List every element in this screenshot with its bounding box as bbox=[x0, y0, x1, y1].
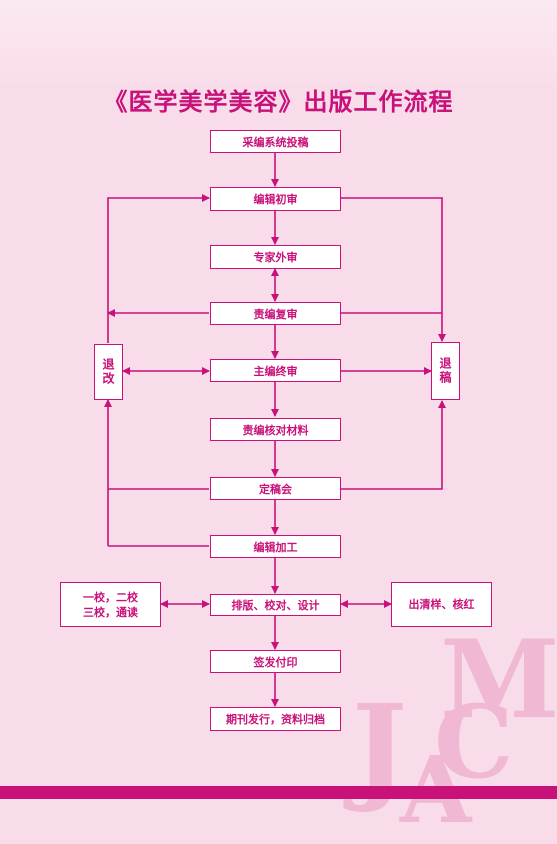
footer-bar bbox=[0, 786, 557, 799]
step-verify-materials: 责编核对材料 bbox=[210, 418, 341, 441]
note-proof-correction: 出清样、核红 bbox=[391, 582, 492, 627]
step-finalization-meeting: 定稿会 bbox=[210, 477, 341, 500]
note-proofreading: 一校，二校 三校，通读 bbox=[60, 582, 161, 627]
step-publish-archive: 期刊发行，资料归档 bbox=[210, 707, 341, 731]
logo-letter-c: C bbox=[434, 683, 514, 801]
side-reject: 退稿 bbox=[431, 342, 460, 400]
header-decoration bbox=[0, 0, 557, 90]
step-typesetting: 排版、校对、设计 bbox=[210, 594, 341, 616]
side-revise: 退改 bbox=[94, 344, 123, 400]
step-editor-recheck: 责编复审 bbox=[210, 302, 341, 325]
step-submission: 采编系统投稿 bbox=[210, 130, 341, 153]
step-initial-review: 编辑初审 bbox=[210, 187, 341, 211]
step-sign-print: 签发付印 bbox=[210, 650, 341, 673]
step-external-review: 专家外审 bbox=[210, 245, 341, 269]
diagram-title: 《医学美学美容》出版工作流程 bbox=[103, 87, 454, 116]
step-editing: 编辑加工 bbox=[210, 535, 341, 558]
note-proofreading-line1: 一校，二校 bbox=[83, 590, 138, 604]
note-proofreading-line2: 三校，通读 bbox=[83, 605, 138, 619]
step-chief-final-review: 主编终审 bbox=[210, 359, 341, 382]
logo-letter-m: M bbox=[440, 617, 557, 743]
